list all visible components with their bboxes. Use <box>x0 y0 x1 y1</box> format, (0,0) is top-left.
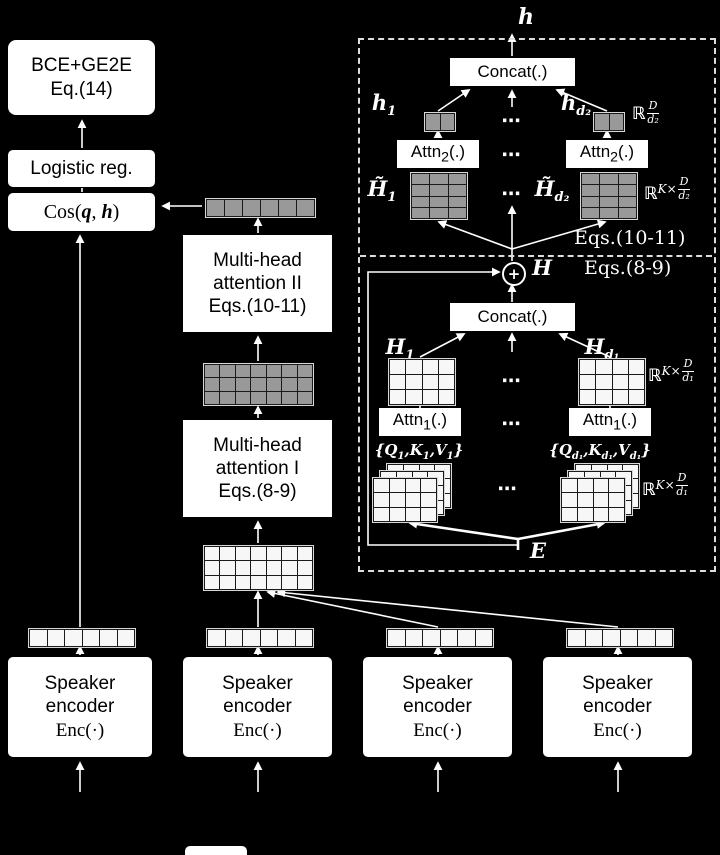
h-output-label: h <box>518 4 534 30</box>
embedding-bar-1 <box>28 628 136 648</box>
intermediate-matrix-gray <box>203 363 314 406</box>
attn1-left-box: Attn1(.) <box>379 408 461 436</box>
encoder3-line3: Enc(·) <box>413 719 462 741</box>
dots-stacks: ⋯ <box>497 478 519 500</box>
logistic-label: Logistic reg. <box>30 157 133 179</box>
mha2-line2: attention II <box>213 272 302 294</box>
encoder1-line2: encoder <box>45 696 115 718</box>
qkv-stack-right <box>560 463 640 523</box>
mha1-line1: Multi-head <box>213 434 302 456</box>
arrow-bar3-to-e <box>266 589 439 628</box>
cropped-fragment <box>185 846 247 855</box>
encoder2-line3: Enc(·) <box>233 719 282 741</box>
embedding-bar-3 <box>386 628 494 648</box>
H-output-label: H <box>532 255 552 280</box>
encoder3-line2: encoder <box>403 696 472 718</box>
encoder4-line2: encoder <box>583 696 652 718</box>
qkv-stack-left <box>372 463 452 523</box>
mha2-line1: Multi-head <box>213 249 302 271</box>
encoder4-line1: Speaker <box>582 673 653 695</box>
attn1-right-box: Attn1(.) <box>569 408 651 436</box>
dots-attn2: ⋯ <box>501 144 523 166</box>
eqs-8-9-label: Eqs.(8-9) <box>584 257 672 279</box>
dots-bars: ⋯ <box>501 110 523 132</box>
mha2-line3: Eqs.(10-11) <box>208 296 307 318</box>
H1-matrix <box>388 358 456 406</box>
mha1-box: Multi-head attention I Eqs.(8-9) <box>183 420 332 517</box>
htd2-matrix <box>580 172 638 220</box>
embedding-bar-4 <box>566 628 674 648</box>
dots-attn1: ⋯ <box>501 413 523 435</box>
mha2-box: Multi-head attention II Eqs.(10-11) <box>183 235 332 332</box>
encoder1-line3: Enc(·) <box>55 719 105 741</box>
attn1-left-label: Attn1(.) <box>392 409 448 434</box>
h-vector-bar <box>205 198 316 218</box>
qkv-left-label: {Q1,K1,V1} <box>374 441 464 462</box>
encoder1-line1: Speaker <box>44 673 116 695</box>
embedding-bar-2 <box>206 628 314 648</box>
arrow-bar4-to-e <box>276 588 619 628</box>
attn2-left-label: Attn2(.) <box>410 141 466 166</box>
h1-label: h1 <box>371 90 397 120</box>
attn2-right-box: Attn2(.) <box>566 140 648 168</box>
stack-layer <box>372 477 438 523</box>
H1-label: H1 <box>385 334 415 364</box>
dots-ht-matrices: ⋯ <box>501 183 523 205</box>
cos-label: Cos(q, h) <box>43 200 120 223</box>
qkv-right-label: {Qd₁,Kd₁,Vd₁} <box>549 441 651 462</box>
panel-section-divider <box>360 255 712 257</box>
encoder2-line1: Speaker <box>222 673 293 695</box>
mha1-line2: attention I <box>215 457 300 479</box>
ht1-matrix <box>410 172 468 220</box>
mha1-line3: Eqs.(8-9) <box>218 481 297 503</box>
cos-box: Cos(q, h) <box>8 193 155 231</box>
dots-H-matrices: ⋯ <box>501 370 523 392</box>
concat2-label: Concat(.) <box>477 61 548 81</box>
embedding-matrix-e <box>203 545 314 591</box>
concat1-label: Concat(.) <box>477 306 548 326</box>
logistic-box: Logistic reg. <box>8 150 155 187</box>
ht1-label: H̃1 <box>367 176 397 206</box>
attn2-left-box: Attn2(.) <box>397 140 479 168</box>
bce-ge2e-box: BCE+GE2E Eq.(14) <box>8 40 155 115</box>
encoder2-line2: encoder <box>223 696 292 718</box>
head-vector-bar-right <box>593 112 625 132</box>
speaker-encoder-box-4: Speaker encoder Enc(·) <box>543 657 692 757</box>
bce-line2: Eq.(14) <box>50 78 113 100</box>
Hd1-matrix <box>578 358 646 406</box>
htd2-label: H̃d₂ <box>534 176 570 206</box>
attention-detail-panel <box>358 38 716 572</box>
attn2-right-label: Attn2(.) <box>579 141 635 166</box>
eqs-10-11-label: Eqs.(10-11) <box>574 227 686 249</box>
bce-line1: BCE+GE2E <box>31 55 132 77</box>
speaker-encoder-box-3: Speaker encoder Enc(·) <box>363 657 512 757</box>
attn1-right-label: Attn1(.) <box>582 409 638 434</box>
E-label: E <box>529 538 546 563</box>
speaker-encoder-box-1: Speaker encoder Enc(·) <box>8 657 152 757</box>
add-node: + <box>502 262 526 286</box>
encoder3-line1: Speaker <box>402 673 473 695</box>
speaker-encoder-box-2: Speaker encoder Enc(·) <box>183 657 332 757</box>
head-vector-bar-left <box>424 112 456 132</box>
encoder4-line3: Enc(·) <box>593 719 642 741</box>
concat1-box: Concat(.) <box>450 303 575 331</box>
stack-layer <box>560 477 626 523</box>
concat2-box: Concat(.) <box>450 58 575 86</box>
hd2-label: hd₂ <box>560 90 592 120</box>
